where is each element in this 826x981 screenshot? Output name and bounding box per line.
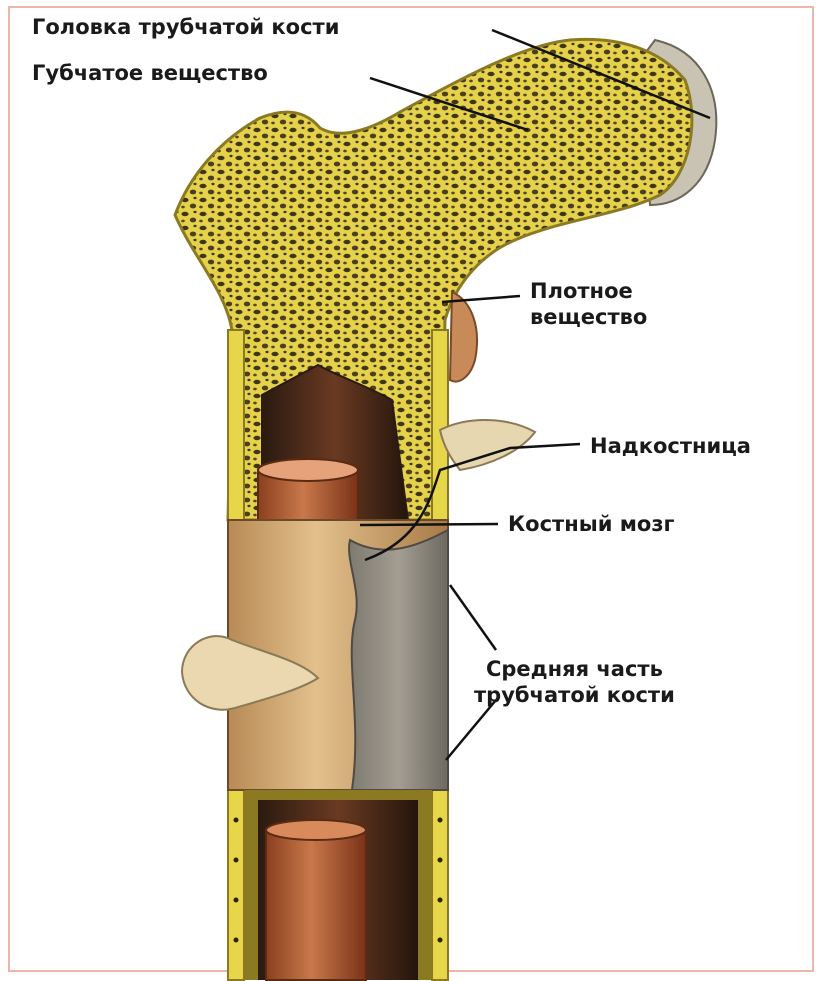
lower-shaft — [234, 790, 443, 980]
label-middle-line2: трубчатой кости — [474, 682, 675, 708]
label-periosteum: Надкостница — [590, 433, 751, 459]
label-spongy-substance: Губчатое вещество — [32, 60, 268, 86]
label-dense-line1: Плотное — [530, 278, 647, 304]
periosteum-flap — [440, 420, 535, 470]
label-middle-line1: Средняя часть — [474, 656, 675, 682]
leader-marrow — [360, 524, 498, 525]
label-bone-marrow: Костный мозг — [508, 511, 675, 537]
label-bone-head: Головка трубчатой кости — [32, 14, 339, 40]
tuberosity — [450, 292, 477, 382]
label-dense-line2: вещество — [530, 304, 647, 330]
label-dense-substance: Плотное вещество — [530, 278, 647, 330]
label-middle-part: Средняя часть трубчатой кости — [474, 656, 675, 708]
